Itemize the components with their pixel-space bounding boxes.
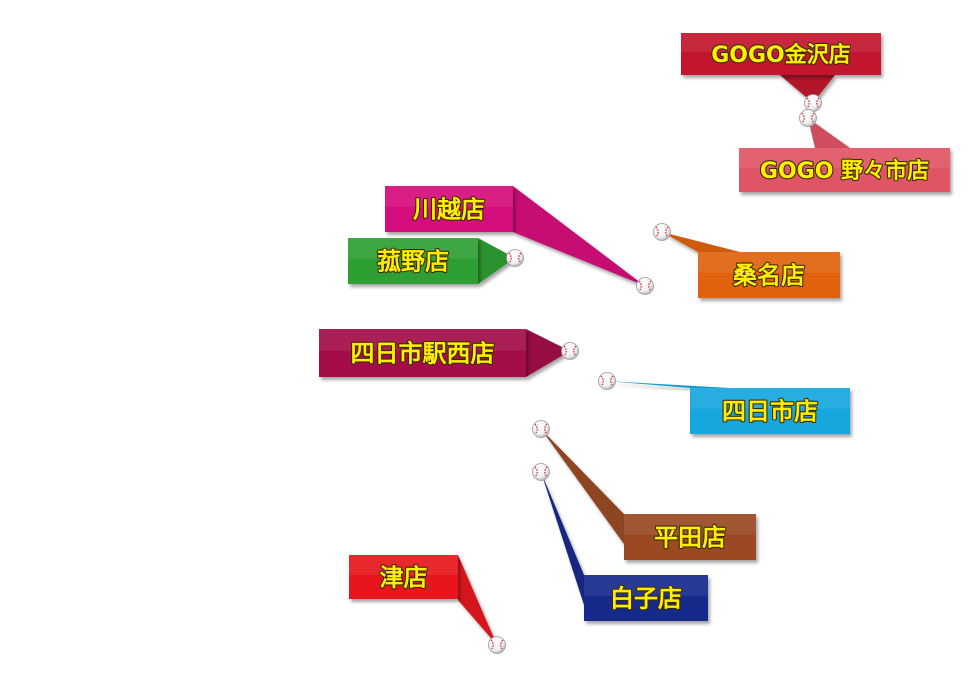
store-label-highlight bbox=[348, 238, 478, 259]
label-pointer-komono bbox=[478, 238, 515, 284]
label-pointer-kawagoe bbox=[513, 186, 645, 286]
store-label-highlight bbox=[584, 575, 708, 596]
baseball-pin-icon[interactable] bbox=[653, 223, 671, 241]
label-pointer-shiroko bbox=[541, 472, 584, 605]
pin-layer bbox=[488, 94, 822, 654]
store-name: 白子店 bbox=[610, 585, 682, 613]
store-label-tsu[interactable]: 津店 bbox=[349, 555, 458, 599]
baseball-pin-icon[interactable] bbox=[488, 636, 506, 654]
baseball-pin-icon[interactable] bbox=[506, 249, 524, 267]
label-pointer-yokkaichi-ekinishi bbox=[526, 329, 570, 377]
store-label-box bbox=[385, 186, 513, 232]
label-pointer-gogo-nonoichi bbox=[808, 118, 850, 148]
store-label-shiroko[interactable]: 白子店 bbox=[584, 575, 708, 621]
baseball-pin-icon[interactable] bbox=[799, 109, 817, 127]
store-name: 四日市駅西店 bbox=[351, 340, 495, 368]
store-name: GOGO金沢店 bbox=[711, 42, 851, 68]
baseball-pin-icon[interactable] bbox=[532, 463, 550, 481]
store-label-box bbox=[739, 148, 950, 192]
baseball-pin-icon[interactable] bbox=[804, 94, 822, 112]
label-pointer-gogo-kanazawa bbox=[780, 75, 835, 103]
store-label-kawagoe[interactable]: 川越店 bbox=[385, 186, 513, 232]
store-label-kuwana[interactable]: 桑名店 bbox=[698, 252, 840, 298]
store-label-highlight bbox=[319, 329, 526, 351]
store-label-highlight bbox=[739, 148, 950, 168]
store-label-komono[interactable]: 菰野店 bbox=[348, 238, 478, 284]
store-label-highlight bbox=[385, 186, 513, 207]
store-label-gogo-kanazawa[interactable]: GOGO金沢店 bbox=[681, 33, 881, 75]
store-label-box bbox=[624, 514, 756, 560]
label-layer: GOGO金沢店 GOGO 野々市店川越店菰野店桑名店四日市駅西店四日市店平田店白子… bbox=[319, 33, 950, 621]
label-pointer-yokkaichi bbox=[607, 381, 730, 388]
store-label-box bbox=[698, 252, 840, 298]
baseball-pin-icon[interactable] bbox=[561, 342, 579, 360]
store-label-box bbox=[690, 388, 850, 434]
store-name: 津店 bbox=[380, 564, 428, 592]
store-label-highlight bbox=[349, 555, 458, 575]
baseball-pin-icon[interactable] bbox=[636, 277, 654, 295]
store-name: 桑名店 bbox=[733, 262, 805, 290]
baseball-pin-icon[interactable] bbox=[532, 420, 550, 438]
store-label-yokkaichi[interactable]: 四日市店 bbox=[690, 388, 850, 434]
store-label-highlight bbox=[690, 388, 850, 409]
store-label-box bbox=[681, 33, 881, 75]
label-pointer-tsu bbox=[458, 555, 497, 645]
store-name: 四日市店 bbox=[722, 398, 818, 426]
store-name: 菰野店 bbox=[377, 248, 449, 276]
store-name: 平田店 bbox=[654, 524, 726, 552]
store-name: GOGO 野々市店 bbox=[760, 158, 929, 184]
store-label-box bbox=[348, 238, 478, 284]
store-label-box bbox=[349, 555, 458, 599]
baseball-pin-icon[interactable] bbox=[598, 372, 616, 390]
label-pointer-kuwana bbox=[662, 232, 740, 252]
store-label-box bbox=[319, 329, 526, 377]
store-label-hirata[interactable]: 平田店 bbox=[624, 514, 756, 560]
store-name: 川越店 bbox=[413, 196, 485, 224]
store-label-yokkaichi-ekinishi[interactable]: 四日市駅西店 bbox=[319, 329, 526, 377]
store-label-box bbox=[584, 575, 708, 621]
store-label-highlight bbox=[624, 514, 756, 535]
store-label-gogo-nonoichi[interactable]: GOGO 野々市店 bbox=[739, 148, 950, 192]
store-label-highlight bbox=[698, 252, 840, 273]
pointer-layer bbox=[458, 75, 850, 645]
label-pointer-hirata bbox=[541, 429, 624, 544]
store-label-highlight bbox=[681, 33, 881, 52]
